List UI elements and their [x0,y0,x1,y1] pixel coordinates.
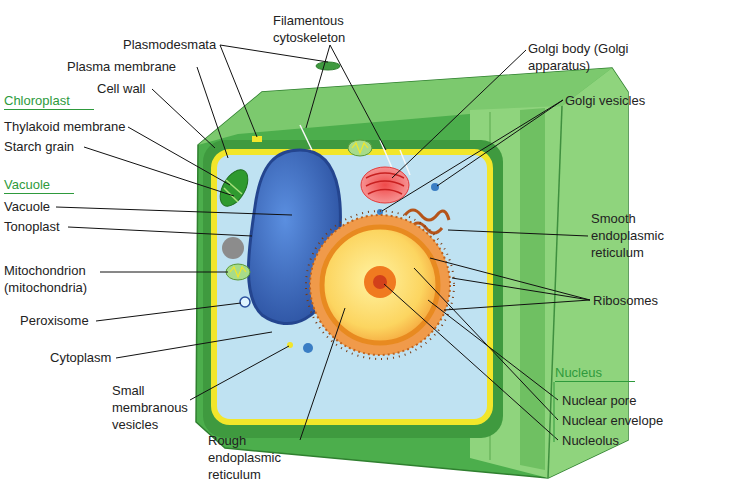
cristae [230,267,246,277]
chloroplast [214,165,253,211]
part-label: Filamentous cytoskeleton [273,12,368,46]
leader-line [300,308,345,440]
part-label: Mitochondrion (mitochondria) [4,262,104,296]
part-label: Thylakoid membrane [4,118,134,135]
peroxisome [240,297,250,307]
leader-line [96,303,241,321]
leader-line [220,45,328,62]
part-label: Ribosomes [593,292,683,309]
leader-line [220,45,257,137]
nucleus-bracket [554,382,555,442]
leader-line [68,227,252,236]
section-heading: Chloroplast [4,92,94,110]
part-label: Cytoplasm [50,349,120,366]
vesicle [431,183,439,191]
leader-line [197,67,228,158]
part-label: Golgi vesicles [565,92,675,109]
part-label: Tonoplast [4,218,74,235]
part-label: Rough endoplasmic reticulum [208,432,303,483]
part-label: Vacuole [4,198,64,215]
nucleolus [364,266,396,298]
leader-line [430,258,590,300]
leader-line [384,284,558,440]
cristae [352,143,368,153]
leader-line [190,346,289,400]
leader-line [428,300,558,400]
leader-lines [56,45,590,442]
rough-er [310,215,450,355]
leader-line [444,300,590,310]
starch-grain [222,237,244,259]
vesicle [303,343,313,353]
leader-line [414,268,558,420]
rough-er-dots [306,211,454,359]
mitochondrion [226,264,250,280]
section-heading: Vacuole [4,176,74,194]
section-heading: Nucleus [555,364,635,382]
leader-line [382,100,563,211]
leader-line [437,100,563,186]
part-label: Smooth endoplasmic reticulum [591,210,691,261]
part-label: Starch grain [4,138,94,155]
leader-line [116,332,272,358]
part-label: Plasma membrane [67,58,197,75]
part-label: Nuclear envelope [562,412,682,429]
leader-line [306,45,330,128]
leader-line [56,207,292,215]
mitochondrion [348,140,372,156]
leader-line [100,272,228,273]
golgi-body [361,167,409,203]
golgi-cisternae [366,173,404,194]
leader-line [128,127,230,185]
plasmodesma [316,62,340,70]
leader-line [452,278,590,300]
nucleolus-core [373,275,387,289]
leader-line [330,45,386,150]
part-label: Small membranous vesicles [112,382,202,433]
leader-line [84,147,234,196]
part-label: Golgi body (Golgi apparatus) [528,40,648,74]
part-label: Plasmodesmata [123,36,233,53]
part-label: Peroxisome [20,312,100,329]
part-label: Nucleolus [562,432,672,449]
part-label: Nuclear pore [562,392,672,409]
leader-line [448,230,588,236]
leader-line [152,89,215,148]
part-label: Cell wall [97,80,167,97]
cell-wall-front [203,140,503,438]
leader-line [392,50,526,178]
cytoskeleton [300,125,410,175]
